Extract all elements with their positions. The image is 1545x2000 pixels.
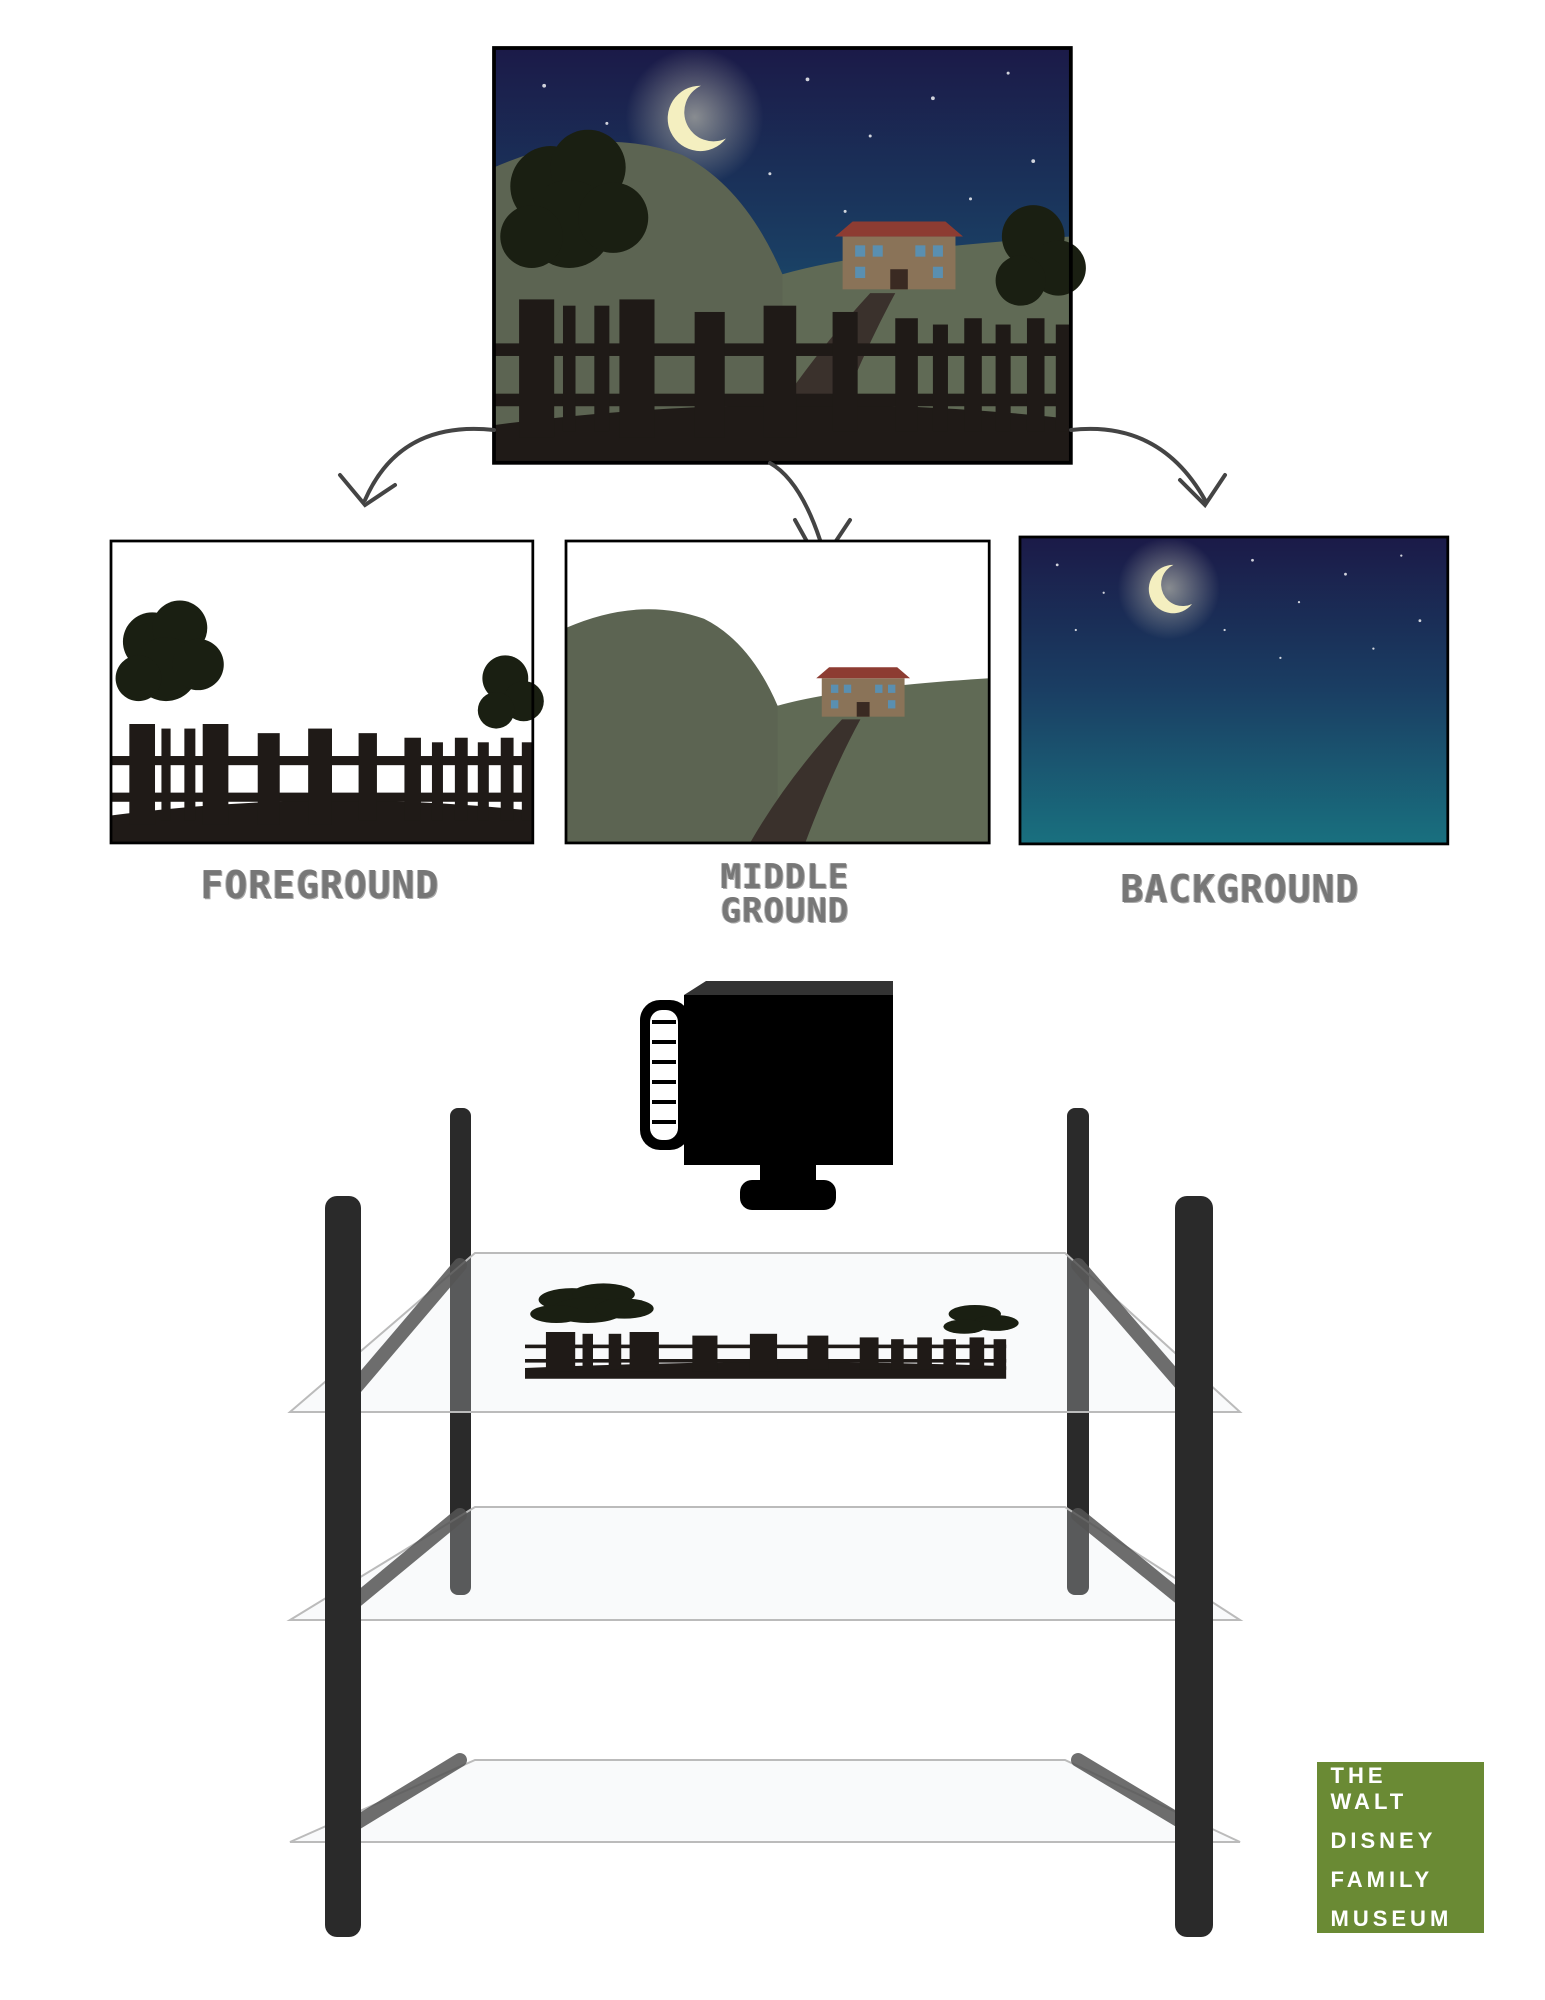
logo-line-4: MUSEUM: [1330, 1906, 1453, 1931]
logo-line-1: THE WALT: [1330, 1763, 1408, 1814]
camera-icon: [640, 981, 893, 1210]
background-label: BACKGROUND: [1120, 867, 1360, 911]
middleground-panel: [564, 539, 991, 845]
split-arrows: [338, 426, 1227, 569]
middleground-label-line2: GROUND: [720, 891, 850, 931]
logo-line-3: FAMILY: [1330, 1867, 1434, 1892]
walt-disney-family-museum-logo: THE WALT DISNEY FAMILY MUSEUM: [1317, 1762, 1484, 1933]
middleground-label-line1: MIDDLE: [720, 857, 850, 897]
middleground-label: MIDDLE GROUND: [640, 860, 930, 928]
logo-line-2: DISNEY: [1330, 1828, 1437, 1853]
stand-back-posts: [450, 1108, 1089, 1595]
composite-scene: [492, 46, 1086, 465]
foreground-label: FOREGROUND: [200, 863, 440, 907]
stand-front-posts: [325, 1196, 1213, 1937]
background-panel: [1018, 535, 1450, 846]
foreground-panel: [109, 539, 544, 845]
